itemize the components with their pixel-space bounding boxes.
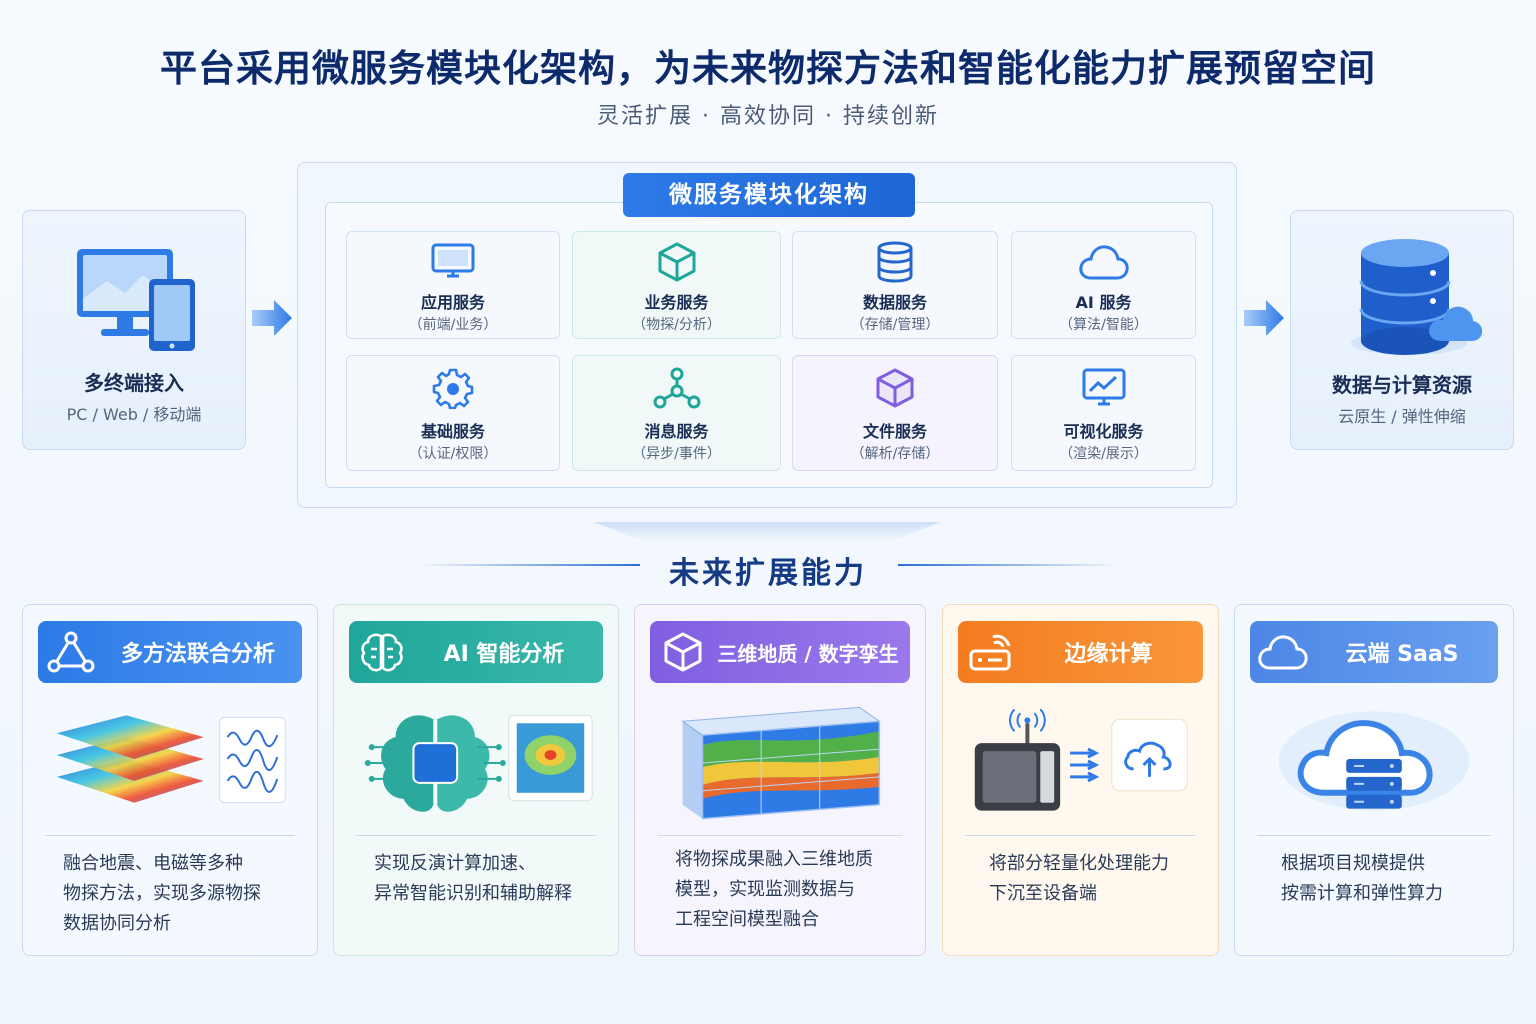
service-card-file[interactable]: 文件服务 （解析/存储） [792,355,998,471]
capability-card-edge[interactable]: 边缘计算 将部分轻量化处理能力 下沉至设备端 [942,604,1219,956]
service-sub: （渲染/展示） [1059,446,1148,462]
service-card-data[interactable]: 数据服务 （存储/管理） [792,231,998,339]
database-icon [877,241,913,283]
capability-title: 云端 SaaS [1345,642,1459,667]
capability-description: 根据项目规模提供 按需计算和弹性算力 [1281,849,1495,909]
service-sub: （解析/存储） [850,446,940,462]
graph-nodes-icon [47,631,95,673]
database-cloud-icon [1351,239,1483,355]
seismic-layers-illustration [56,715,286,804]
divider [45,835,295,836]
capability-card-ai[interactable]: AI 智能分析 实现反演计算加速、 异常智能识别和辅助解释 [333,604,619,956]
service-sub: （认证/权限） [408,446,498,462]
description-line: 将物探成果融入三维地质 [675,849,873,870]
service-card-base[interactable]: 基础服务 （认证/权限） [346,355,560,471]
capability-description: 将部分轻量化处理能力 下沉至设备端 [989,849,1200,909]
service-name: 可视化服务 [1063,422,1144,441]
gear-icon [432,368,474,409]
capability-header: 三维地质 / 数字孪生 [650,621,910,683]
capability-title: 三维地质 / 数字孪生 [717,641,899,666]
terminal-access-card: 多终端接入 PC / Web / 移动端 [22,210,246,450]
resource-card: 数据与计算资源 云原生 / 弹性伸缩 [1290,210,1514,450]
arrow-right-icon [1244,300,1284,336]
divider [1257,835,1491,836]
architecture-title: 微服务模块化架构 [623,173,915,217]
service-name: 应用服务 [420,293,485,312]
router-icon [969,634,1011,671]
box-icon [876,368,914,408]
capability-description: 融合地震、电磁等多种 物探方法，实现多源物探 数据协同分析 [63,849,299,939]
capability-card-3d-twin[interactable]: 三维地质 / 数字孪生 将物探成果融入三维地质 模型，实现监测数据与 工程空间模… [634,604,926,956]
terminal-access-name: 多终端接入 [84,371,184,395]
divider [356,835,596,836]
cloud-server-illustration [1278,711,1470,811]
future-banner [593,522,941,542]
future-title-line-right [898,564,1120,566]
service-sub: （异步/事件） [632,446,721,462]
service-card-visual[interactable]: 可视化服务 （渲染/展示） [1011,355,1196,471]
service-name: AI 服务 [1075,293,1132,312]
edge-device-illustration [974,708,1188,811]
cube-icon [664,632,702,672]
capability-header: 边缘计算 [958,621,1203,683]
service-sub: （前端/业务） [408,317,498,333]
service-name: 消息服务 [644,422,709,441]
capability-title: 边缘计算 [1064,642,1153,667]
future-title: 未来扩展能力 [669,556,867,591]
service-card-ai[interactable]: AI 服务 （算法/智能） [1011,231,1196,339]
service-name: 基础服务 [420,422,485,441]
resource-desc: 云原生 / 弹性伸缩 [1338,407,1466,426]
capability-header: AI 智能分析 [349,621,603,683]
capability-description: 实现反演计算加速、 异常智能识别和辅助解释 [374,849,600,909]
description-line: 按需计算和弹性算力 [1281,883,1443,904]
description-line: 模型，实现监测数据与 [675,879,855,900]
service-name: 文件服务 [862,422,927,441]
description-line: 数据协同分析 [63,913,171,934]
description-line: 异常智能识别和辅助解释 [374,883,572,904]
brain-icon [361,633,403,672]
chart-monitor-icon [1082,368,1125,406]
capability-title: AI 智能分析 [443,642,565,667]
monitor-tablet-icon [77,249,195,351]
service-sub: （物探/分析） [632,317,721,333]
capability-card-cloud-saas[interactable]: 云端 SaaS 根据项目规模提供 按需计算和弹性算力 [1234,604,1514,956]
service-sub: （算法/智能） [1059,317,1148,333]
service-card-message[interactable]: 消息服务 （异步/事件） [572,355,781,471]
monitor-icon [431,243,475,278]
capability-description: 将物探成果融入三维地质 模型，实现监测数据与 工程空间模型融合 [675,845,907,935]
future-title-line-left [418,564,640,566]
service-card-app[interactable]: 应用服务 （前端/业务） [346,231,560,339]
divider [965,835,1196,836]
service-sub: （存储/管理） [850,317,940,333]
capability-header: 多方法联合分析 [38,621,302,683]
cloud-icon [1258,635,1308,670]
arrow-right-icon [252,300,292,336]
capability-title: 多方法联合分析 [120,642,275,667]
capability-card-multi-method[interactable]: 多方法联合分析 融合地震、电磁等多种 物探方法，实现多源物探 数据协同分析 [22,604,318,956]
cloud-icon [1078,245,1129,280]
capability-header: 云端 SaaS [1250,621,1498,683]
service-name: 业务服务 [644,293,709,312]
description-line: 实现反演计算加速、 [374,853,536,874]
ai-brain-illustration [364,714,593,812]
terminal-access-desc: PC / Web / 移动端 [66,405,202,424]
cube-icon [658,242,695,282]
divider [657,835,903,836]
description-line: 工程空间模型融合 [675,909,819,930]
description-line: 融合地震、电磁等多种 [63,853,243,874]
service-name: 数据服务 [862,293,927,312]
network-icon [653,367,700,409]
geology-3d-illustration [681,706,881,820]
resource-name: 数据与计算资源 [1332,373,1472,397]
description-line: 下沉至设备端 [989,883,1097,904]
description-line: 物探方法，实现多源物探 [63,883,261,904]
description-line: 根据项目规模提供 [1281,853,1425,874]
description-line: 将部分轻量化处理能力 [989,853,1169,874]
page-title: 平台采用微服务模块化架构，为未来物探方法和智能化能力扩展预留空间 [160,47,1376,90]
page-subtitle: 灵活扩展 · 高效协同 · 持续创新 [597,104,939,129]
service-card-business[interactable]: 业务服务 （物探/分析） [572,231,781,339]
